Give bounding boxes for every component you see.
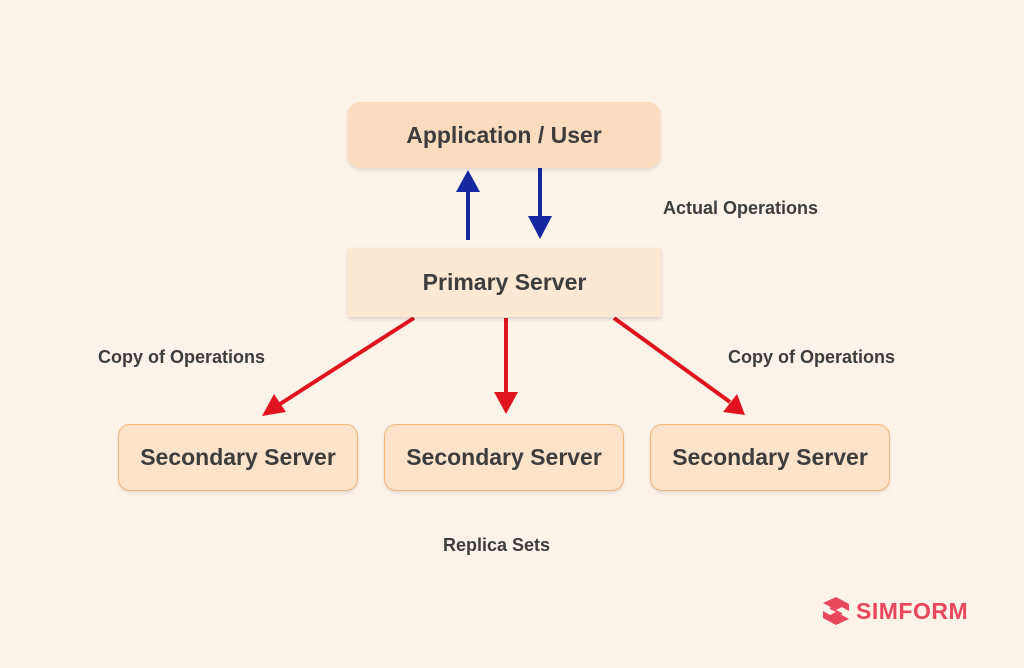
secondary-server-label-2: Secondary Server	[406, 444, 602, 470]
secondary-server-label-3: Secondary Server	[672, 444, 868, 470]
copy-of-operations-label-left: Copy of Operations	[98, 347, 266, 367]
replica-sets-label: Replica Sets	[443, 535, 551, 555]
simform-logo-text: SIMFORM	[856, 597, 969, 624]
actual-operations-label: Actual Operations	[663, 198, 819, 218]
simform-logo-icon	[823, 597, 849, 625]
simform-logo: SIMFORM	[822, 596, 968, 626]
primary-server-node: Primary Server	[348, 248, 661, 317]
arrow-primary-to-secondary-2	[494, 318, 518, 414]
secondary-server-label-1: Secondary Server	[140, 444, 336, 470]
arrow-app-to-primary	[528, 168, 552, 239]
arrow-primary-to-secondary-1	[262, 316, 416, 416]
secondary-server-node-1: Secondary Server	[118, 424, 358, 491]
secondary-server-node-3: Secondary Server	[650, 424, 890, 491]
application-user-node: Application / User	[348, 102, 660, 168]
secondary-server-node-2: Secondary Server	[384, 424, 624, 491]
copy-of-operations-label-right: Copy of Operations	[728, 347, 896, 367]
application-user-label: Application / User	[406, 121, 602, 148]
primary-server-label: Primary Server	[422, 269, 587, 295]
arrow-primary-to-app	[456, 170, 480, 240]
arrow-primary-to-secondary-3	[612, 316, 745, 415]
